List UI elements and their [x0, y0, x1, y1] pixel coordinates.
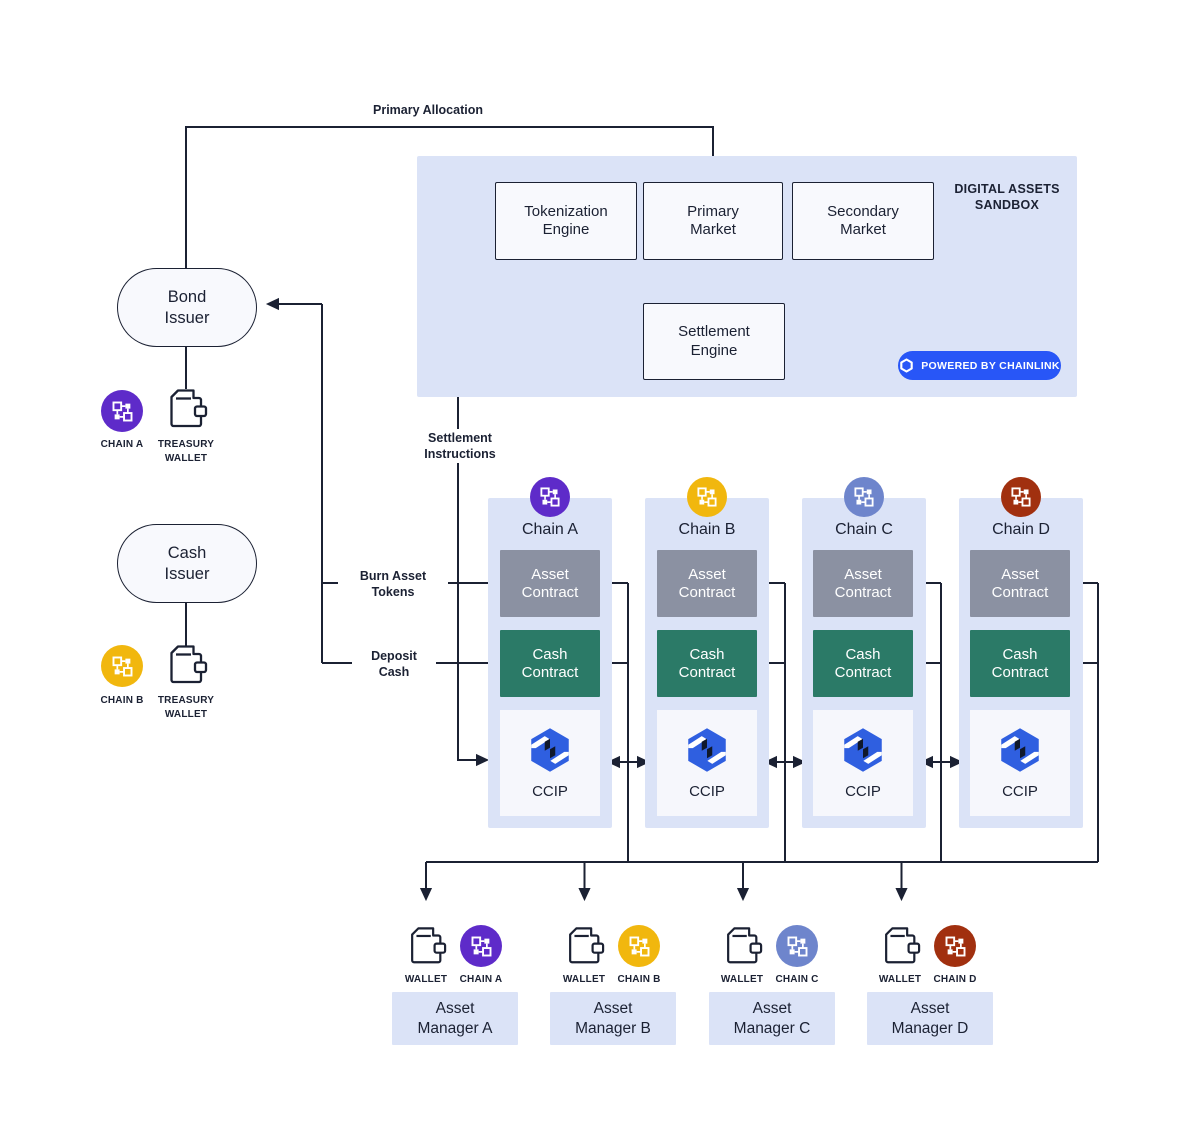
wallet-icon: [879, 924, 921, 968]
manager-b-wallet: [563, 924, 605, 973]
sandbox-title: DIGITAL ASSETS SANDBOX: [954, 182, 1060, 212]
asset-manager-b-box: Asset Manager B: [550, 992, 676, 1045]
chain-b-asset-contract: Asset Contract: [657, 550, 757, 617]
network-icon: [696, 486, 718, 508]
ccip-label: CCIP: [1002, 783, 1038, 800]
powered-by-chainlink-badge[interactable]: POWERED BY CHAINLINK: [898, 351, 1061, 380]
tokenization-engine-box: Tokenization Engine: [495, 182, 637, 260]
manager-a-wallet: [405, 924, 447, 973]
ccip-logo-icon: [683, 726, 731, 774]
manager-a-chain-badge: [460, 925, 502, 967]
chainlink-hexagon-icon: [899, 358, 914, 373]
network-icon: [470, 935, 493, 958]
asset-manager-c-box: Asset Manager C: [709, 992, 835, 1045]
ccip-label: CCIP: [689, 783, 725, 800]
secondary-market-box: Secondary Market: [792, 182, 934, 260]
manager-a-wallet-label: WALLET: [404, 974, 448, 985]
chain-c-asset-contract: Asset Contract: [813, 550, 913, 617]
cash-treasury-wallet: [164, 642, 208, 688]
network-icon: [539, 486, 561, 508]
wallet-icon: [164, 642, 208, 688]
settlement-engine-box: Settlement Engine: [643, 303, 785, 380]
cash-issuer-node: Cash Issuer: [117, 524, 257, 603]
ccip-logo-icon: [996, 726, 1044, 774]
chain-a-ccip-box: CCIP: [500, 710, 600, 816]
ccip-logo-icon: [839, 726, 887, 774]
manager-b-wallet-label: WALLET: [562, 974, 606, 985]
network-icon: [111, 400, 134, 423]
asset-manager-a-box: Asset Manager A: [392, 992, 518, 1045]
manager-c-chain-badge: [776, 925, 818, 967]
burn-asset-tokens-label: Burn Asset Tokens: [338, 567, 448, 601]
wallet-icon: [405, 924, 447, 968]
manager-d-chain-label: CHAIN D: [933, 974, 977, 985]
cash-issuer-chain-badge: [101, 645, 143, 687]
primary-allocation-label: Primary Allocation: [373, 103, 483, 117]
manager-b-chain-label: CHAIN B: [617, 974, 661, 985]
manager-c-chain-label: CHAIN C: [775, 974, 819, 985]
cash-treasury-wallet-label: TREASURY WALLET: [157, 695, 215, 720]
chain-b-title: Chain B: [678, 521, 736, 538]
badge-label: POWERED BY CHAINLINK: [921, 359, 1060, 372]
manager-d-wallet: [879, 924, 921, 973]
wallet-icon: [721, 924, 763, 968]
manager-c-wallet-label: WALLET: [720, 974, 764, 985]
ccip-label: CCIP: [845, 783, 881, 800]
network-icon: [111, 655, 134, 678]
settlement-instructions-label: Settlement Instructions: [408, 429, 512, 463]
network-icon: [853, 486, 875, 508]
chain-d-ccip-box: CCIP: [970, 710, 1070, 816]
manager-b-chain-badge: [618, 925, 660, 967]
asset-manager-d-box: Asset Manager D: [867, 992, 993, 1045]
deposit-cash-label: Deposit Cash: [352, 647, 436, 681]
bond-issuer-node: Bond Issuer: [117, 268, 257, 347]
ccip-label: CCIP: [532, 783, 568, 800]
chain-c-badge: [844, 477, 884, 517]
wallet-icon: [563, 924, 605, 968]
chain-a-title: Chain A: [521, 521, 579, 538]
bond-treasury-wallet: [164, 386, 208, 432]
chain-c-ccip-box: CCIP: [813, 710, 913, 816]
chain-d-cash-contract: Cash Contract: [970, 630, 1070, 697]
network-icon: [944, 935, 967, 958]
primary-market-box: Primary Market: [643, 182, 783, 260]
bond-issuer-chain-badge: [101, 390, 143, 432]
chain-d-badge: [1001, 477, 1041, 517]
ccip-logo-icon: [526, 726, 574, 774]
chain-b-cash-contract: Cash Contract: [657, 630, 757, 697]
manager-d-wallet-label: WALLET: [878, 974, 922, 985]
bond-treasury-wallet-label: TREASURY WALLET: [157, 439, 215, 464]
manager-d-chain-badge: [934, 925, 976, 967]
chain-a-asset-contract: Asset Contract: [500, 550, 600, 617]
chain-d-title: Chain D: [992, 521, 1050, 538]
chain-b-ccip-box: CCIP: [657, 710, 757, 816]
bond-issuer-chain-label: CHAIN A: [100, 439, 144, 450]
manager-a-chain-label: CHAIN A: [459, 974, 503, 985]
chain-c-cash-contract: Cash Contract: [813, 630, 913, 697]
wallet-icon: [164, 386, 208, 432]
chain-a-cash-contract: Cash Contract: [500, 630, 600, 697]
network-icon: [1010, 486, 1032, 508]
primary-allocation-line: [185, 126, 720, 268]
manager-c-wallet: [721, 924, 763, 973]
network-icon: [628, 935, 651, 958]
chain-b-badge: [687, 477, 727, 517]
settlement-instructions-line: [457, 397, 490, 767]
chain-c-title: Chain C: [835, 521, 893, 538]
cash-issuer-chain-label: CHAIN B: [100, 695, 144, 706]
network-icon: [786, 935, 809, 958]
chain-d-asset-contract: Asset Contract: [970, 550, 1070, 617]
chain-a-badge: [530, 477, 570, 517]
